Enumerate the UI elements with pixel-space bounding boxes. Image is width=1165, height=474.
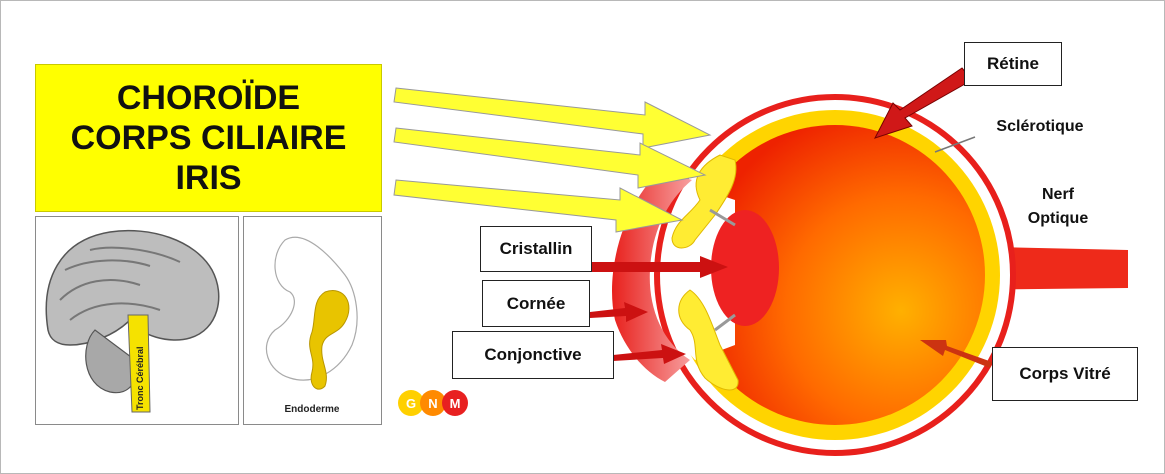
logo-letter-n: N <box>428 396 437 411</box>
logo-letter-g: G <box>406 396 416 411</box>
label-optique: Optique <box>1015 210 1101 228</box>
logo-letter-m: M <box>450 396 461 411</box>
endoderm-label: Endoderme <box>284 404 339 415</box>
label-retine: Rétine <box>964 42 1062 86</box>
label-corps-vitre: Corps Vitré <box>992 347 1138 401</box>
label-nerf: Nerf <box>1015 186 1101 204</box>
yellow-arrows <box>394 88 710 232</box>
label-conjonctive: Conjonctive <box>452 331 614 379</box>
embryo-illustration <box>266 237 357 389</box>
label-sclerotique: Sclérotique <box>975 118 1105 136</box>
brain-illustration <box>46 231 218 412</box>
label-cornee: Cornée <box>482 280 590 327</box>
brain-stem-label: Tronc Cérébral <box>135 346 145 410</box>
eye-globe <box>612 97 1013 453</box>
label-cristallin: Cristallin <box>480 226 592 272</box>
